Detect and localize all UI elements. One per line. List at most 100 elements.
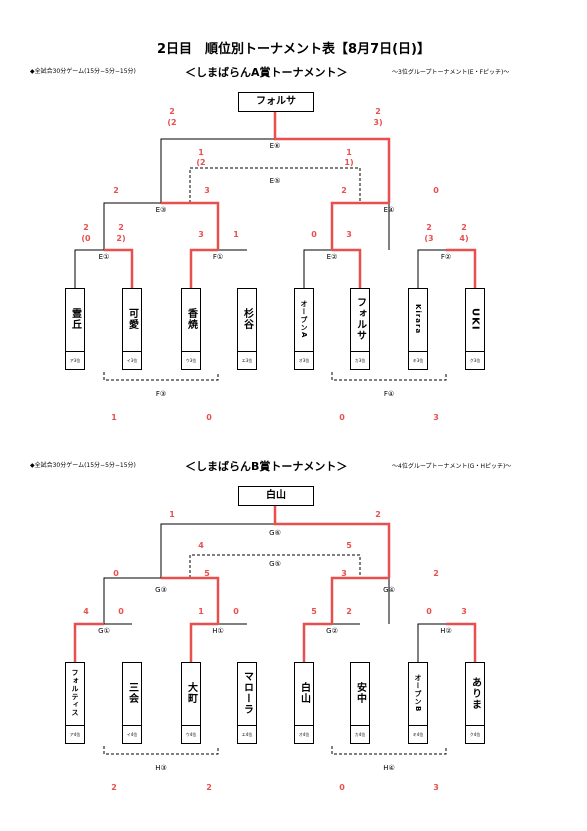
b-subtitle: ＜しまばらんB賞トーナメント＞ (185, 460, 348, 473)
b-team-rank: エ4位 (238, 725, 256, 743)
b-team-rank: オ4位 (295, 725, 313, 743)
b-match-r1-1: G① (98, 627, 110, 635)
b-team-rank: ウ4位 (182, 725, 200, 743)
a-team-box: Kirara キ3位 (408, 288, 428, 370)
b-game-note: ◆全試合30分ゲーム(15分−5分−15分) (30, 462, 136, 469)
a-score-r1-4-left: 2 (426, 223, 432, 232)
b-score-r1-2-right: 0 (233, 607, 239, 616)
a-match-r1-2: F① (212, 253, 224, 261)
a-score-sf1-left: 2 (113, 186, 119, 195)
a-score-final-right: 2 (375, 107, 381, 116)
a-score-third-left-pk: (2 (196, 158, 206, 167)
b-team-name: 三会 (126, 682, 138, 704)
b-team-name: ありま (469, 676, 481, 710)
b-team-name: フォルティス (71, 669, 79, 717)
a-score-sf2-right: 0 (433, 186, 439, 195)
a-score-r1-3-right: 3 (346, 230, 352, 239)
a-score-r1-1-right: 2 (118, 223, 124, 232)
a-team-rank: オ3位 (295, 351, 313, 369)
a-team-rank: ウ3位 (182, 351, 200, 369)
a-match-r1-3: E② (326, 253, 338, 261)
b-match-r1-4: H② (440, 627, 452, 635)
a-team-rank: ア3位 (66, 351, 84, 369)
b-score-final-right: 2 (375, 510, 381, 519)
a-game-note: ◆全試合30分ゲーム(15分−5分−15分) (30, 68, 136, 75)
a-score-third-right: 1 (346, 148, 352, 157)
b-match-r1-2: H① (212, 627, 224, 635)
b-team-box: ありま ク4位 (465, 662, 485, 744)
a-score-final-right-pk: 3) (373, 118, 383, 127)
b-score-sf1-left: 0 (113, 569, 119, 578)
a-score-r1-1-left: 2 (83, 223, 89, 232)
a-score-r1-2-left: 3 (198, 230, 204, 239)
b-score-r1-2-left: 1 (198, 607, 204, 616)
a-team-rank: エ3位 (238, 351, 256, 369)
b-match-sf2: G④ (383, 586, 395, 594)
a-match-sf1: E③ (155, 206, 167, 214)
a-team-name: 可愛 (126, 308, 138, 330)
b-score-r1-4-right: 3 (461, 607, 467, 616)
a-team-name: 杉谷 (241, 308, 253, 330)
a-team-name: 香焼 (185, 308, 197, 330)
a-pitch-note: 〜3位グループトーナメント(E・Fピッチ)〜 (392, 69, 510, 76)
a-match-r1-4: F② (440, 253, 452, 261)
b-match-final: G⑥ (269, 529, 281, 537)
b-match-r1-3: G② (326, 627, 338, 635)
a-champion-box: フォルサ (238, 92, 314, 112)
b-team-box: 安中 カ4位 (350, 662, 370, 744)
b-score-sf1-right: 5 (204, 569, 210, 578)
b-score-sf2-right: 2 (433, 569, 439, 578)
a-match-5th-2: F④ (383, 390, 395, 398)
b-score-r1-1-right: 0 (118, 607, 124, 616)
b-score-5th2-left: 0 (339, 783, 345, 792)
a-team-rank: ク3位 (466, 351, 484, 369)
b-score-r1-3-right: 2 (346, 607, 352, 616)
a-team-box: 霊丘 ア3位 (65, 288, 85, 370)
b-score-r1-3-left: 5 (311, 607, 317, 616)
a-score-r1-4-right: 2 (461, 223, 467, 232)
b-team-box: 大町 ウ4位 (181, 662, 201, 744)
a-score-third-right-pk: 1) (344, 158, 354, 167)
a-score-sf2-left: 2 (341, 186, 347, 195)
b-match-third: G⑤ (269, 560, 281, 568)
b-team-box: 白山 オ4位 (294, 662, 314, 744)
a-score-r1-2-right: 1 (233, 230, 239, 239)
a-score-r1-4-right-pk: 4) (459, 234, 469, 243)
a-score-5th2-right: 3 (433, 413, 439, 422)
b-team-rank: イ4位 (123, 725, 141, 743)
a-score-r1-1-right-pk: 2) (116, 234, 126, 243)
b-team-box: オープンB キ4位 (408, 662, 428, 744)
b-team-name: マローラ (241, 671, 253, 715)
b-pitch-note: 〜4位グループトーナメント(G・Hピッチ)〜 (392, 463, 512, 470)
b-team-name: 大町 (185, 682, 197, 704)
a-match-r1-1: E① (98, 253, 110, 261)
b-team-box: マローラ エ4位 (237, 662, 257, 744)
b-score-5th1-right: 2 (206, 783, 212, 792)
b-champion-box: 白山 (238, 486, 314, 506)
a-score-sf1-right: 3 (204, 186, 210, 195)
a-score-5th2-left: 0 (339, 413, 345, 422)
a-match-final: E⑥ (269, 142, 281, 150)
a-team-rank: キ3位 (409, 351, 427, 369)
b-team-box: フォルティス ア4位 (65, 662, 85, 744)
a-team-name: Kirara (414, 303, 422, 335)
b-match-5th-2: H④ (383, 764, 395, 772)
b-team-rank: キ4位 (409, 725, 427, 743)
a-team-box: 杉谷 エ3位 (237, 288, 257, 370)
a-score-5th1-left: 1 (111, 413, 117, 422)
b-team-name: 白山 (298, 682, 310, 704)
a-team-name: オープンA (300, 299, 308, 339)
a-team-box: 可愛 イ3位 (122, 288, 142, 370)
b-team-name: 安中 (354, 682, 366, 704)
a-score-final-left: 2 (169, 107, 175, 116)
a-score-5th1-right: 0 (206, 413, 212, 422)
a-team-name: 霊丘 (69, 308, 81, 330)
a-team-box: UKI ク3位 (465, 288, 485, 370)
a-match-third: E⑤ (269, 177, 281, 185)
b-score-5th2-right: 3 (433, 783, 439, 792)
a-subtitle: ＜しまばらんA賞トーナメント＞ (185, 66, 348, 79)
a-team-rank: イ3位 (123, 351, 141, 369)
a-team-name: フォルサ (354, 297, 366, 341)
page-title: 2日目 順位別トーナメント表【8月7日(日)】 (156, 42, 431, 57)
